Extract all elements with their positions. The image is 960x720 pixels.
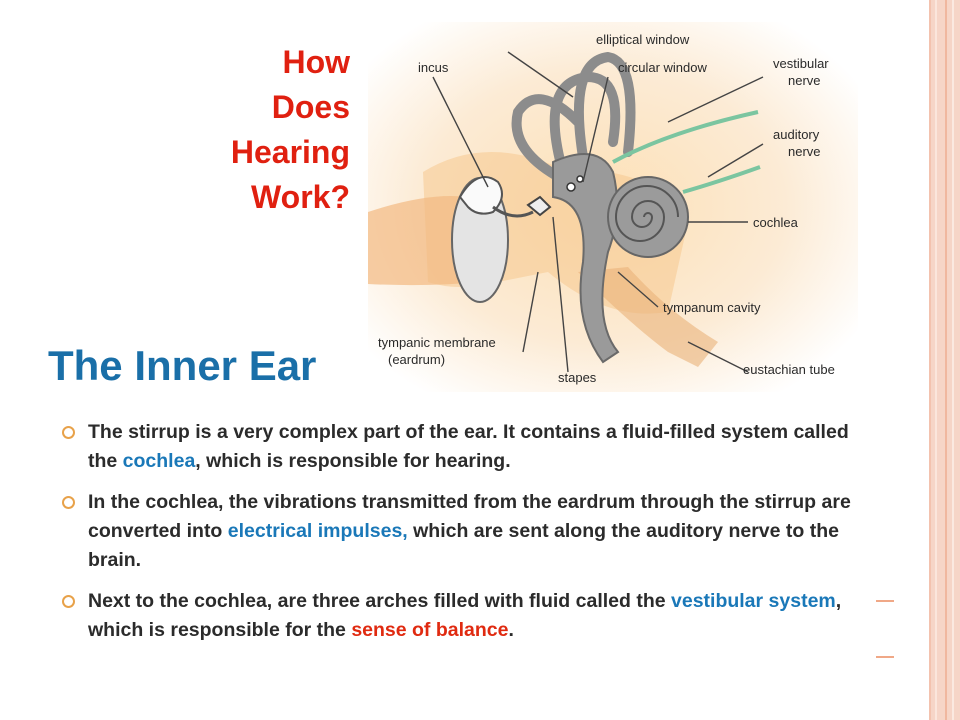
canal-shape	[368, 196, 478, 286]
label-tympanum-cavity: tympanum cavity	[663, 300, 761, 315]
vestibule-body	[552, 153, 620, 364]
bullet-text: , which is responsible for the	[88, 590, 842, 641]
label-stapes: stapes	[558, 370, 597, 385]
bullet-icon	[62, 426, 75, 439]
bullet-text: Next to the cochlea, are three arches fi…	[88, 590, 671, 612]
rail-line	[952, 0, 954, 720]
label-incus: incus	[418, 60, 449, 75]
rail-line	[929, 0, 931, 720]
heading-line: How	[282, 44, 350, 80]
edge-mark	[876, 656, 894, 658]
semicircular-canals	[511, 51, 636, 187]
bullet-icon	[62, 496, 75, 509]
label-vestibular-nerve: nerve	[788, 73, 821, 88]
bullet-text: The stirrup is a very complex part of th…	[88, 421, 849, 472]
bullet-list: The stirrup is a very complex part of th…	[62, 418, 882, 657]
leader-lines	[432, 51, 764, 373]
rail-line	[945, 0, 947, 720]
highlight-term: cochlea	[122, 450, 196, 472]
label-eustachian-tube: eustachian tube	[743, 362, 835, 377]
highlight-term: vestibular system	[671, 590, 836, 612]
label-circular-window: circular window	[618, 60, 707, 75]
inner-ear-diagram: elliptical window incus circular window …	[368, 22, 858, 392]
highlight-term: sense of balance	[351, 619, 509, 641]
heading-line: Does	[271, 89, 350, 125]
cochlea-spiral	[607, 176, 689, 258]
window-marker	[566, 182, 576, 192]
label-auditory-nerve: nerve	[788, 144, 821, 159]
section-title: The Inner Ear	[48, 342, 317, 389]
window-marker	[576, 175, 584, 183]
heading-line: Hearing	[230, 134, 350, 170]
auditory-nerve	[682, 165, 761, 194]
label-vestibular-nerve: vestibular	[773, 56, 829, 71]
label-tympanic-membrane: (eardrum)	[388, 352, 445, 367]
list-item: In the cochlea, the vibrations transmitt…	[62, 488, 882, 575]
slide-heading: How Does Hearing Work?	[190, 40, 350, 220]
label-elliptical-window: elliptical window	[596, 32, 690, 47]
bullet-text: In the cochlea, the vibrations transmitt…	[88, 491, 851, 542]
eustachian-tube-shape	[578, 267, 718, 367]
heading-line: Work?	[251, 179, 350, 215]
bullet-text: .	[508, 619, 514, 641]
ossicle-incus	[458, 176, 503, 215]
label-cochlea: cochlea	[753, 215, 799, 230]
stapes-shape	[526, 195, 552, 217]
bullet-icon	[62, 595, 75, 608]
label-auditory-nerve: auditory	[773, 127, 820, 142]
ossicle-link	[492, 205, 534, 218]
highlight-term: electrical impulses,	[227, 520, 408, 542]
list-item: The stirrup is a very complex part of th…	[62, 418, 882, 476]
rail-line	[935, 0, 937, 720]
bullet-text: which are sent along the auditory nerve …	[88, 520, 839, 571]
label-tympanic-membrane: tympanic membrane	[378, 335, 496, 350]
bullet-text: , which is responsible for hearing.	[195, 450, 511, 472]
edge-mark	[876, 600, 894, 602]
list-item: Next to the cochlea, are three arches fi…	[62, 587, 882, 645]
vestibular-nerve	[612, 110, 759, 164]
